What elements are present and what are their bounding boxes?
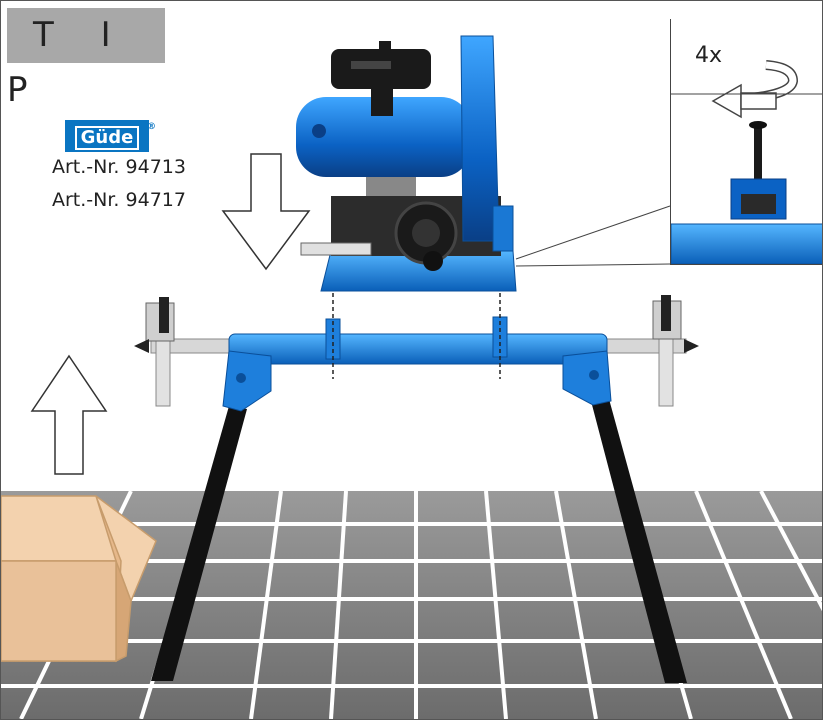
cardboard-box [1, 495, 157, 663]
alignment-lines [332, 286, 501, 379]
miter-saw [296, 35, 517, 292]
rotate-arrow-icon [711, 60, 799, 119]
repeat-count: 4x [695, 43, 723, 68]
gude-logo: Güde ® [65, 120, 156, 152]
stand-beam [222, 316, 612, 412]
inset-detail-drawing [671, 60, 822, 264]
up-arrow-icon [30, 354, 108, 475]
registered-mark: ® [147, 122, 156, 132]
tip-label: T I P [7, 8, 165, 110]
detail-inset: 4x [670, 19, 822, 265]
stand-legs [151, 399, 687, 683]
inset-leader-lines [515, 205, 671, 267]
down-arrow-icon [221, 153, 311, 271]
article-number-2: Art.-Nr. 94717 [52, 189, 186, 211]
extension-arms [134, 295, 699, 407]
tiled-floor [1, 490, 822, 719]
logo-text: Güde [74, 126, 140, 150]
article-number-1: Art.-Nr. 94713 [52, 156, 186, 178]
